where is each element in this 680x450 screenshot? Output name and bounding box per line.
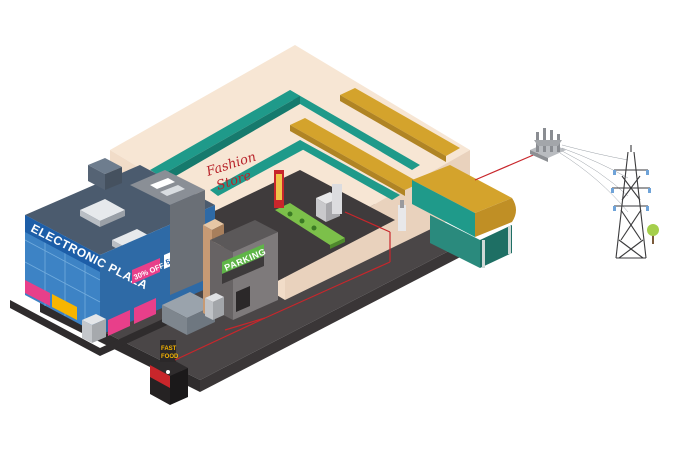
cable-segment-6 [224,317,266,331]
cable-segment-1 [174,317,266,361]
substation [530,128,566,162]
transmission-wires [559,144,629,213]
food-sign-line2: FOOD [161,354,179,360]
green-planter [275,203,345,249]
connector-block [130,170,205,295]
food-sign-line1: FAST [161,346,177,352]
cable-segment-3 [344,261,391,283]
entrance-canopy [398,165,516,268]
fast-food-kiosk: FAST FOOD [150,340,188,405]
cable-segment-5 [344,211,391,233]
parking-building: PARKING [205,220,278,320]
transmission-tower [612,145,650,259]
electrical-box [82,314,106,343]
interior-equipment [316,184,342,222]
pylon-sign [274,170,284,208]
cable-segment-2 [264,281,346,319]
tower-insulators [611,170,651,211]
sale-tag-30 [132,258,160,284]
parking-sign [222,244,264,274]
tree [647,224,659,244]
